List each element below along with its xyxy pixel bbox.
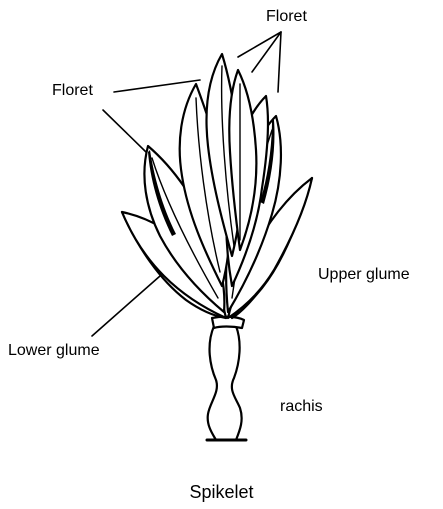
leader-floret-top-3 [278, 32, 281, 92]
leader-floret-left-1 [114, 80, 200, 92]
label-upper-glume: Upper glume [318, 266, 410, 284]
label-rachis: rachis [280, 398, 323, 416]
label-lower-glume: Lower glume [8, 342, 100, 360]
leader-floret-left-2 [103, 110, 146, 152]
label-floret-left: Floret [52, 82, 93, 100]
rachis-stem [208, 326, 242, 440]
leader-floret-top-1 [238, 32, 281, 57]
figure-caption: Spikelet [0, 482, 443, 502]
label-floret-top: Floret [266, 8, 307, 26]
leader-lower-glume [92, 276, 160, 336]
leader-floret-top-2 [252, 32, 281, 72]
